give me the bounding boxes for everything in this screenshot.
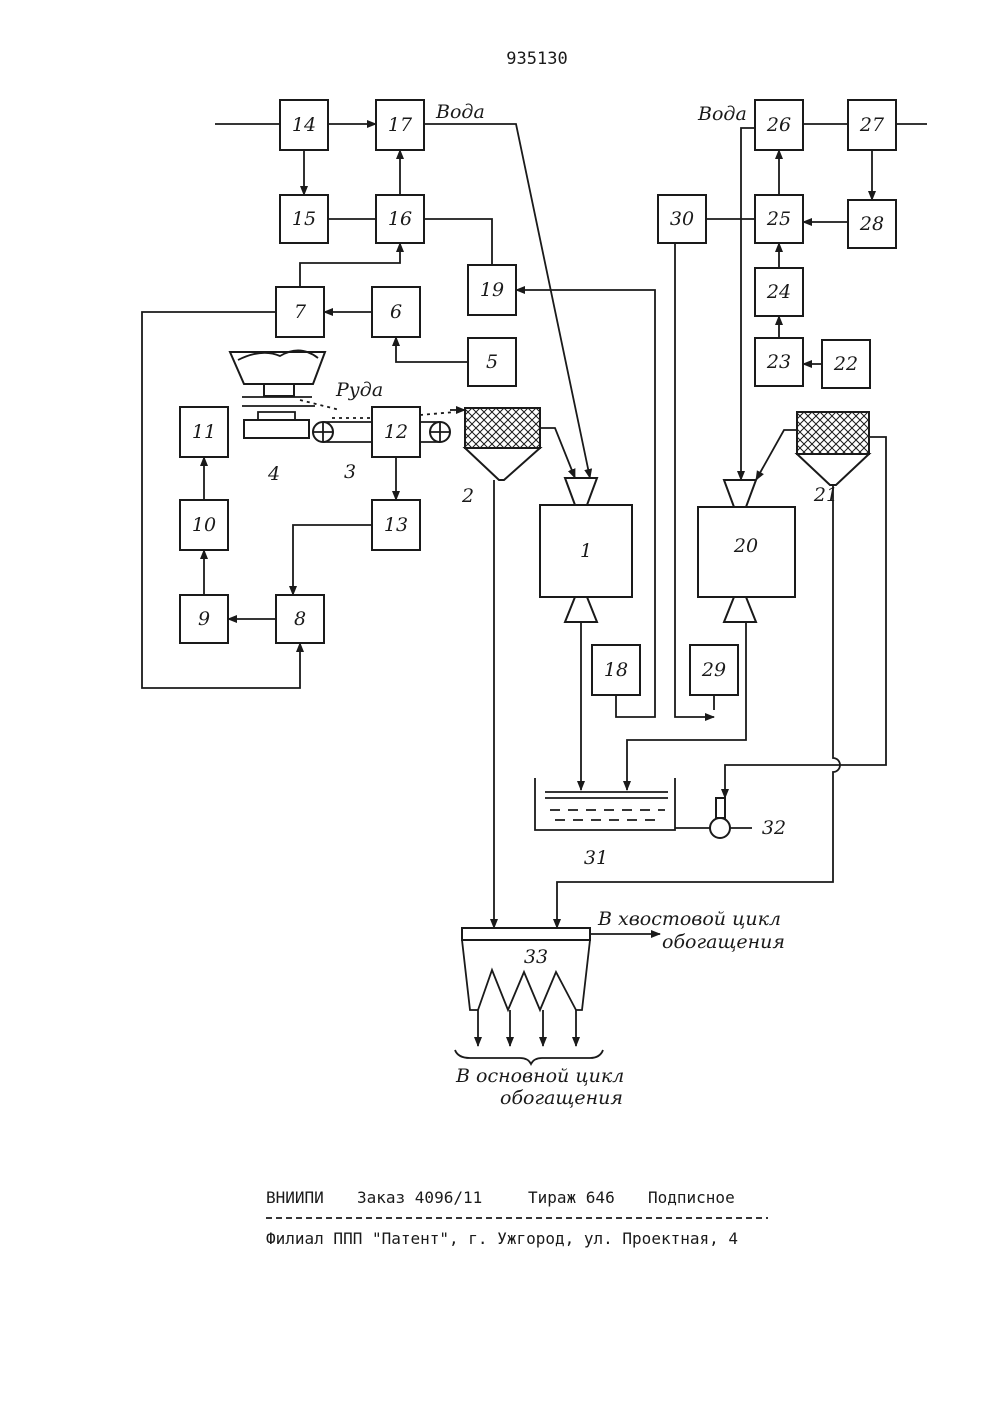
pump-32 xyxy=(675,798,752,838)
block-5: 5 xyxy=(468,338,516,386)
svg-text:6: 6 xyxy=(390,301,402,323)
block-29: 29 xyxy=(690,645,738,695)
svg-text:29: 29 xyxy=(701,659,726,681)
footer-type: Подписное xyxy=(648,1188,735,1207)
connections xyxy=(142,124,927,1064)
bunker-21 xyxy=(797,412,869,485)
svg-text:5: 5 xyxy=(486,351,498,373)
label-21: 21 xyxy=(813,484,838,506)
ore-label: Руда xyxy=(335,379,383,401)
crusher-4 xyxy=(230,350,325,438)
block-22: 22 xyxy=(822,340,870,388)
svg-text:24: 24 xyxy=(766,281,791,303)
svg-text:8: 8 xyxy=(294,608,306,630)
svg-text:15: 15 xyxy=(292,208,316,230)
water-label-left: Вода xyxy=(435,101,485,123)
block-30: 30 xyxy=(658,195,706,243)
mill-1: 1 xyxy=(540,478,632,622)
block-18: 18 xyxy=(592,645,640,695)
svg-text:20: 20 xyxy=(733,535,758,557)
tail-cycle-label-1: В хвостовой цикл xyxy=(597,908,781,930)
tail-cycle-label-2: обогащения xyxy=(662,931,785,953)
svg-text:12: 12 xyxy=(384,421,408,443)
svg-text:1: 1 xyxy=(580,540,592,562)
label-3: 3 xyxy=(344,461,356,483)
label-2: 2 xyxy=(461,485,474,507)
block-7: 7 xyxy=(276,287,324,337)
main-cycle-label-1: В основной цикл xyxy=(455,1065,624,1087)
block-25: 25 xyxy=(755,195,803,243)
svg-text:25: 25 xyxy=(766,208,791,230)
svg-text:17: 17 xyxy=(388,114,413,136)
svg-text:30: 30 xyxy=(670,208,694,230)
footer-order: Заказ 4096/11 xyxy=(357,1188,482,1207)
svg-text:26: 26 xyxy=(766,114,791,136)
svg-text:10: 10 xyxy=(192,514,216,536)
svg-text:9: 9 xyxy=(198,608,210,630)
footer-circulation: Тираж 646 xyxy=(528,1188,615,1207)
imprint-footer: ВНИИПИ Заказ 4096/11 Тираж 646 Подписное… xyxy=(266,1188,768,1248)
svg-text:16: 16 xyxy=(388,208,412,230)
svg-text:19: 19 xyxy=(480,279,504,301)
patent-number: 935130 xyxy=(506,49,567,69)
label-4: 4 xyxy=(267,463,280,485)
label-31: 31 xyxy=(584,847,608,869)
svg-text:18: 18 xyxy=(604,659,628,681)
block-28: 28 xyxy=(848,200,896,248)
block-26: 26 xyxy=(755,100,803,150)
footer-org: ВНИИПИ xyxy=(266,1188,324,1207)
block-8: 8 xyxy=(276,595,324,643)
block-27: 27 xyxy=(848,100,896,150)
main-cycle-label-2: обогащения xyxy=(500,1087,623,1109)
block-10: 10 xyxy=(180,500,228,550)
svg-text:33: 33 xyxy=(524,946,548,968)
block-24: 24 xyxy=(755,268,803,316)
svg-text:27: 27 xyxy=(859,114,885,136)
svg-text:7: 7 xyxy=(294,301,307,323)
classifier-33: 33 xyxy=(462,928,590,1010)
block-9: 9 xyxy=(180,595,228,643)
block-23: 23 xyxy=(755,338,803,386)
block-12: 12 xyxy=(372,407,420,457)
svg-text:22: 22 xyxy=(833,353,858,375)
block-19: 19 xyxy=(468,265,516,315)
tank-31 xyxy=(535,778,675,830)
mill-20: 20 xyxy=(698,480,795,622)
block-16: 16 xyxy=(376,195,424,243)
block-13: 13 xyxy=(372,500,420,550)
svg-text:28: 28 xyxy=(859,213,884,235)
svg-text:23: 23 xyxy=(766,351,791,373)
label-32: 32 xyxy=(762,817,786,839)
block-11: 11 xyxy=(180,407,228,457)
block-15: 15 xyxy=(280,195,328,243)
footer-branch: Филиал ППП "Патент", г. Ужгород, ул. Про… xyxy=(266,1229,738,1248)
svg-text:11: 11 xyxy=(192,421,216,443)
block-17: 17 xyxy=(376,100,424,150)
block-6: 6 xyxy=(372,287,420,337)
block-14: 14 xyxy=(280,100,328,150)
water-label-right: Вода xyxy=(697,103,747,125)
svg-text:14: 14 xyxy=(292,114,316,136)
svg-text:13: 13 xyxy=(384,514,408,536)
bunker-2 xyxy=(465,408,540,480)
